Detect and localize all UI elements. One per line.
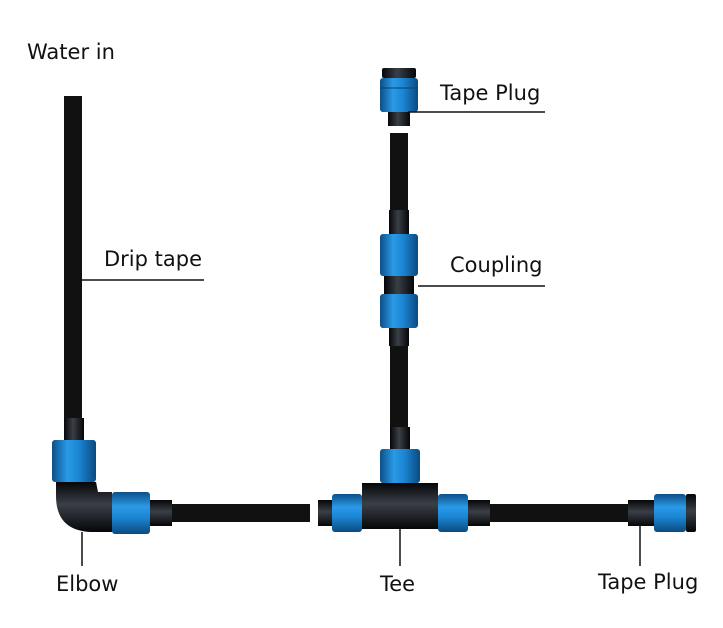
leader-lines: [81, 111, 641, 566]
elbow-fitting: [52, 418, 172, 534]
pipes: [64, 96, 628, 522]
drip-tape-horizontal-right: [490, 504, 628, 522]
label-elbow: Elbow: [56, 572, 119, 596]
drip-tape-horizontal-left: [172, 504, 310, 522]
label-tape-plug-right: Tape Plug: [598, 570, 699, 594]
tape-plug-right: [628, 494, 696, 532]
drip-tape-vertical-middle: [390, 345, 408, 427]
coupling-fitting: [380, 210, 418, 346]
tee-fitting: [318, 427, 490, 532]
tape-plug-top: [380, 68, 418, 126]
label-tape-plug-top: Tape Plug: [440, 81, 541, 105]
label-drip-tape: Drip tape: [104, 247, 202, 271]
drip-tape-vertical-left: [64, 96, 82, 418]
label-coupling: Coupling: [450, 253, 543, 277]
label-tee: Tee: [380, 572, 416, 596]
label-water-in: Water in: [27, 40, 115, 64]
drip-tape-vertical-upper: [390, 133, 408, 210]
